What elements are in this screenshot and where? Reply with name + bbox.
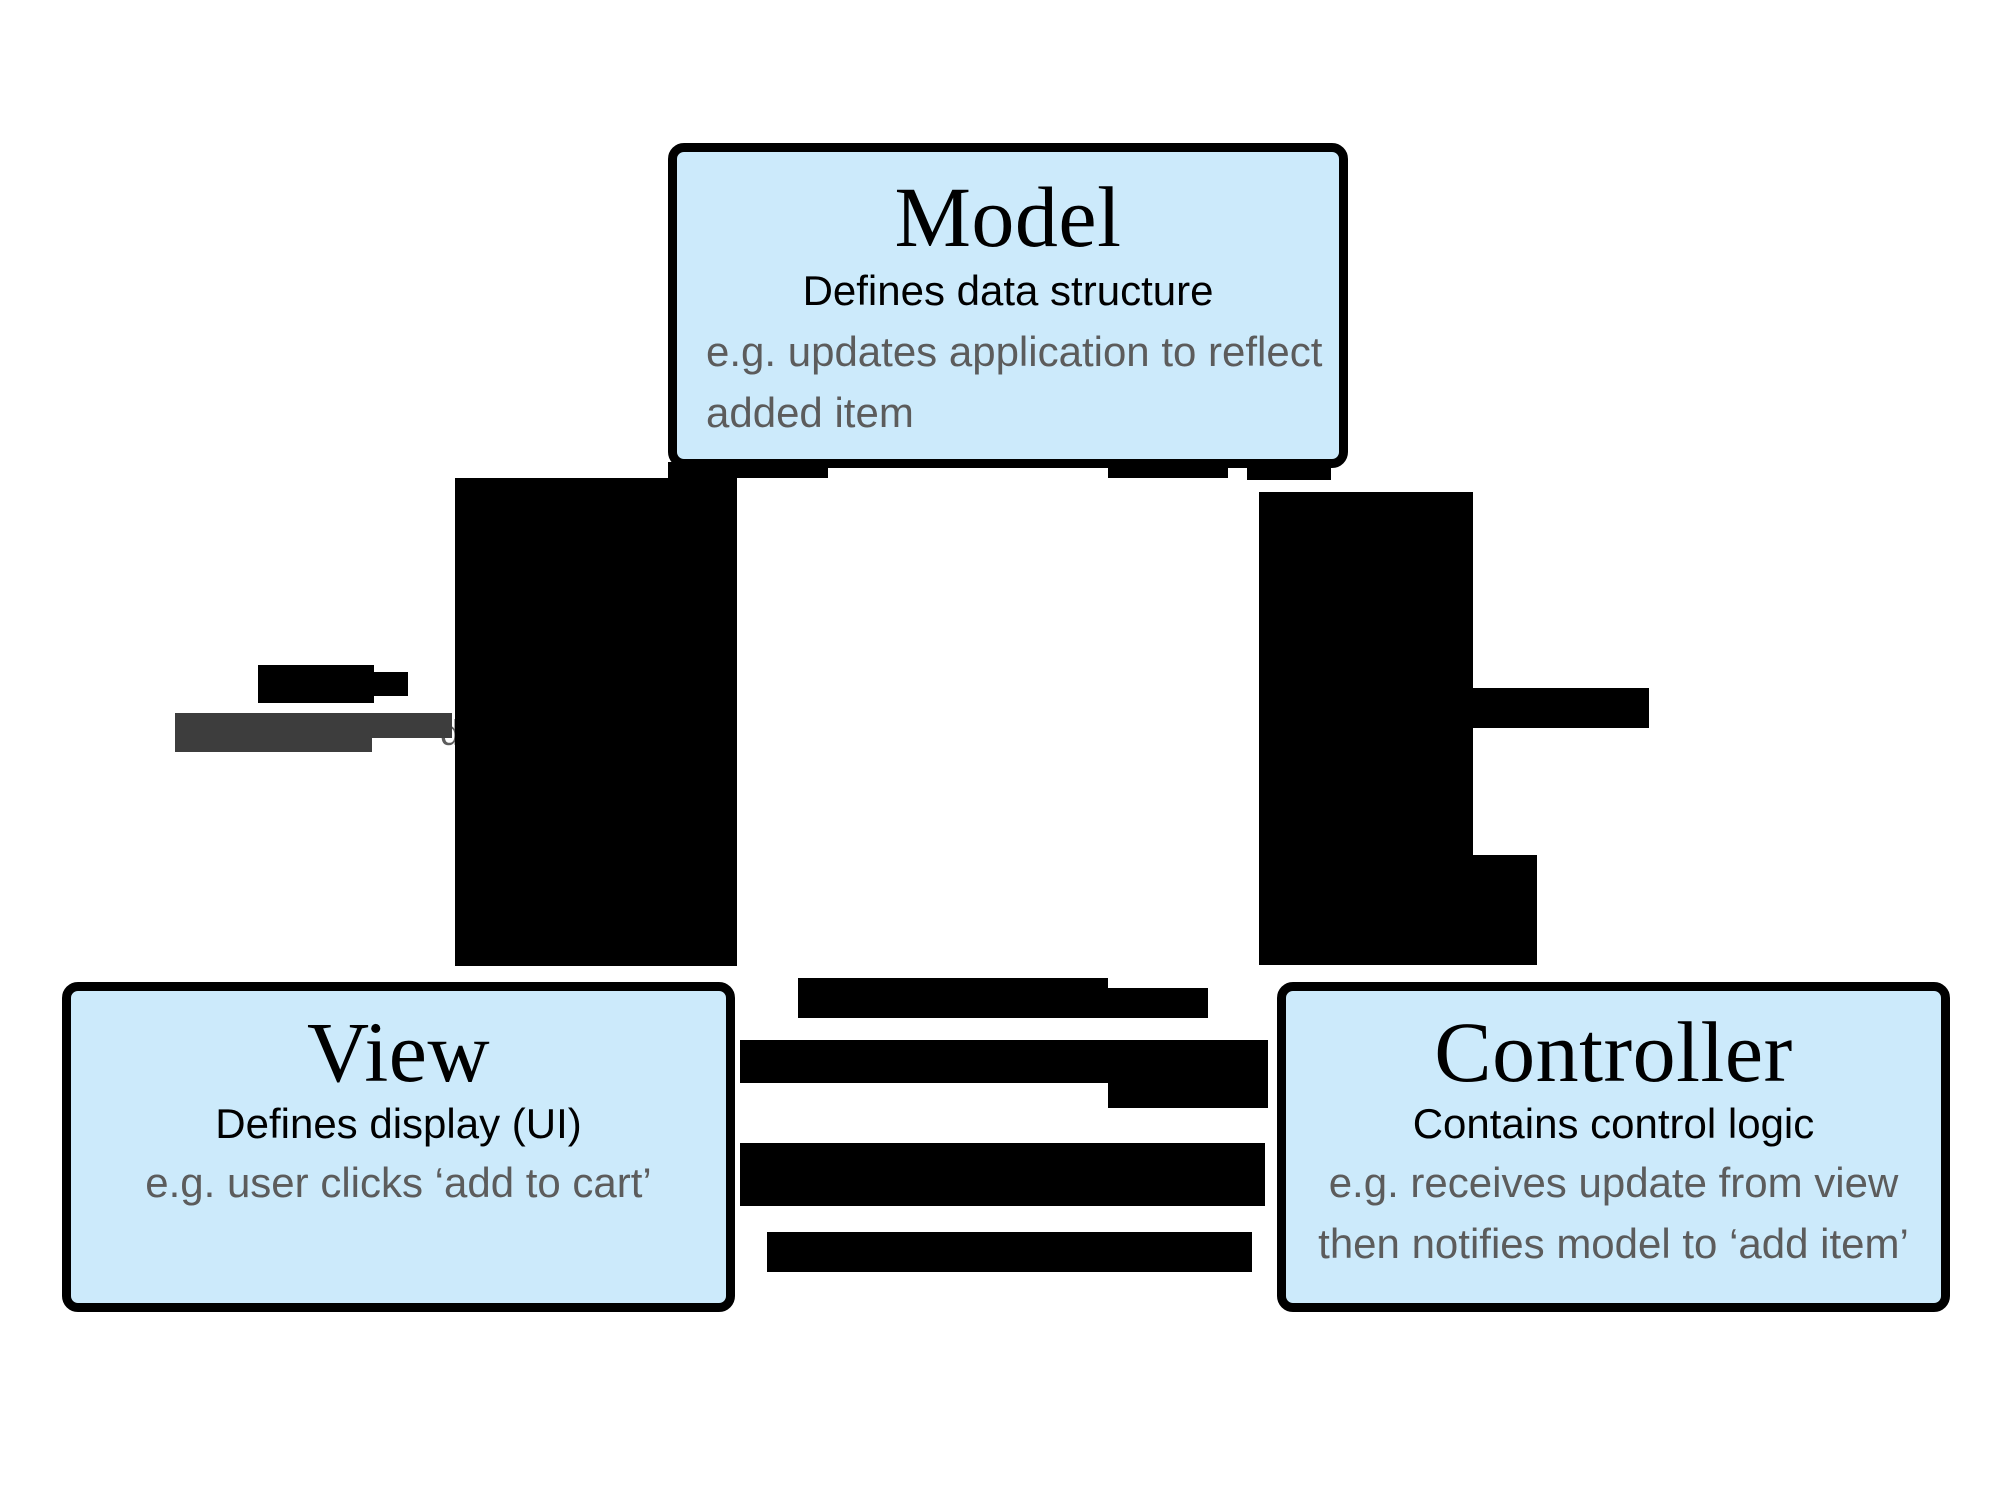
redaction-block-right-column xyxy=(1259,492,1473,965)
redaction-bar-left-upper xyxy=(258,665,374,703)
view-example-line-1: e.g. user clicks ‘add to cart’ xyxy=(145,1159,652,1207)
redaction-bar-model-bottom-left-stub xyxy=(668,462,828,478)
redaction-block-left-upper-extension xyxy=(455,478,737,494)
view-title: View xyxy=(306,1004,491,1100)
controller-box[interactable]: Controller Contains control logic e.g. r… xyxy=(1277,982,1950,1312)
redaction-bar-center-1 xyxy=(798,978,1108,1018)
model-box[interactable]: Model Defines data structure e.g. update… xyxy=(668,143,1348,468)
redaction-bar-center-3 xyxy=(740,1143,1265,1206)
redaction-block-left-column xyxy=(455,488,737,966)
model-example-line-1: e.g. updates application to reflect xyxy=(706,328,1323,376)
redaction-bar-center-1-tab xyxy=(1108,988,1208,1018)
model-example-line-2: added item xyxy=(706,388,914,436)
redaction-bar-center-2-right xyxy=(1108,1083,1268,1108)
controller-example-line-2: then notifies model to ‘add item’ xyxy=(1318,1219,1909,1267)
redaction-bar-left-gray xyxy=(175,713,372,752)
redaction-bar-center-2 xyxy=(740,1040,1268,1083)
model-title: Model xyxy=(894,169,1122,265)
view-subtitle: Defines display (UI) xyxy=(215,1100,582,1147)
view-box[interactable]: View Defines display (UI) e.g. user clic… xyxy=(62,982,735,1312)
redaction-bar-left-gray-tail xyxy=(372,713,452,738)
model-subtitle: Defines data structure xyxy=(802,267,1214,314)
controller-example-line-1: e.g. receives update from view xyxy=(1328,1159,1899,1207)
redaction-bar-model-bottom-right-stub xyxy=(1108,462,1228,478)
redaction-bar-right-top-nub xyxy=(1247,466,1331,480)
redaction-bar-left-upper-tab xyxy=(374,672,408,696)
controller-title: Controller xyxy=(1434,1004,1793,1100)
redaction-block-right-step xyxy=(1473,855,1537,965)
redaction-bar-right-tab xyxy=(1473,688,1649,728)
controller-subtitle: Contains control logic xyxy=(1412,1100,1815,1147)
redaction-bar-center-4 xyxy=(767,1232,1252,1272)
